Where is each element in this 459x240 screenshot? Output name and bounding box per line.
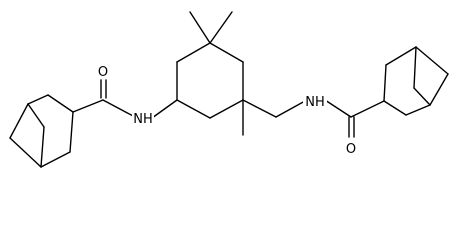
cyclohexane-ring	[151, 11, 306, 136]
svg-text:NH: NH	[133, 112, 153, 127]
svg-text:NH: NH	[305, 95, 325, 110]
chemical-structure-drawing: O NH NH O	[9, 11, 449, 168]
atom-label-o-left: O	[96, 63, 110, 80]
svg-text:O: O	[346, 142, 356, 157]
atom-label-nh-left: NH	[132, 110, 154, 127]
molecule-canvas: O NH NH O	[9, 11, 449, 168]
atom-label-nh-right: NH	[303, 93, 327, 110]
svg-text:O: O	[98, 65, 108, 80]
amide-right	[324, 99, 385, 138]
norbornane-right	[383, 46, 449, 116]
atom-label-o-right: O	[344, 140, 358, 157]
amide-left	[72, 79, 136, 118]
norbornane-left	[9, 94, 74, 168]
